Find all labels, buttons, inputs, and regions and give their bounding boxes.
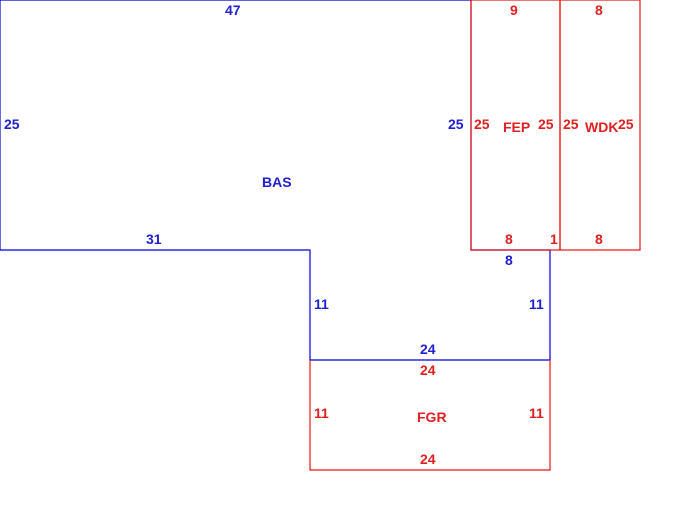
bas-left-dim: 25 [4, 116, 20, 132]
bas-right-dim: 25 [448, 116, 464, 132]
fgr-top-dim: 24 [420, 362, 436, 378]
fep-left-dim: 25 [474, 116, 490, 132]
wdk-top-dim: 8 [595, 2, 603, 18]
bas-bottom-left-dim: 31 [146, 231, 162, 247]
bas-step-left-dim: 11 [314, 296, 329, 312]
fgr-bottom-dim: 24 [420, 451, 436, 467]
fgr-left-dim: 11 [314, 405, 329, 421]
fep-bottom-right-dim: 1 [550, 231, 558, 247]
fep-bottom-dim: 8 [505, 231, 513, 247]
bas-bottom-dim: 24 [420, 341, 436, 357]
fep-label: FEP [503, 119, 530, 135]
bas-top-dim: 47 [225, 2, 241, 18]
bas-step-right-dim: 11 [529, 296, 544, 312]
wdk-outline [559, 0, 641, 251]
bas-label: BAS [262, 174, 292, 190]
wdk-label: WDK [585, 119, 618, 135]
fgr-outline [309, 360, 551, 471]
wdk-right-dim: 25 [618, 116, 634, 132]
fgr-right-dim: 11 [529, 405, 544, 421]
wdk-bottom-dim: 8 [595, 231, 603, 247]
fep-right-dim: 25 [538, 116, 554, 132]
fgr-label: FGR [417, 409, 447, 425]
bas-notch-dim: 8 [505, 252, 513, 268]
fep-top-dim: 9 [510, 2, 518, 18]
wdk-left-dim: 25 [563, 116, 579, 132]
